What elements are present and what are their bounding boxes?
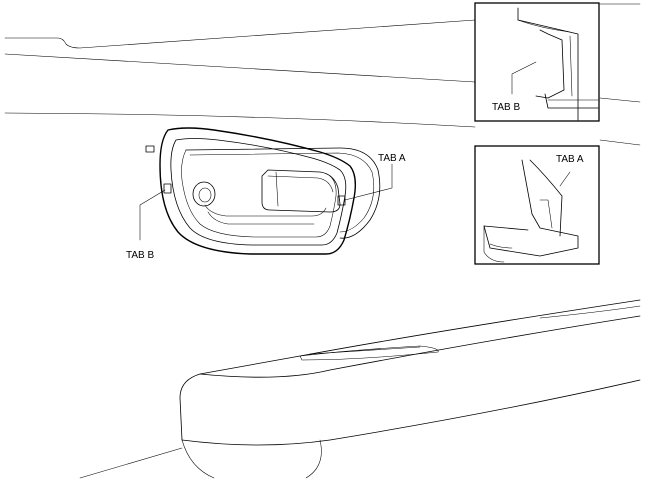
inset-tab-b-label: TAB B [492, 102, 520, 113]
tab-a-leader-line [344, 163, 393, 201]
inset-detail-tab-b [474, 2, 600, 122]
inset-detail-tab-a [474, 145, 600, 265]
armrest-panel [79, 299, 641, 479]
tab-a-label: TAB A [378, 153, 406, 164]
inner-handle-bezel [145, 127, 381, 255]
door-panel-outline [4, 3, 641, 146]
tab-b-label: TAB B [126, 250, 154, 261]
inset-tab-a-label: TAB A [556, 154, 584, 165]
tab-b-leader-line [139, 189, 166, 241]
